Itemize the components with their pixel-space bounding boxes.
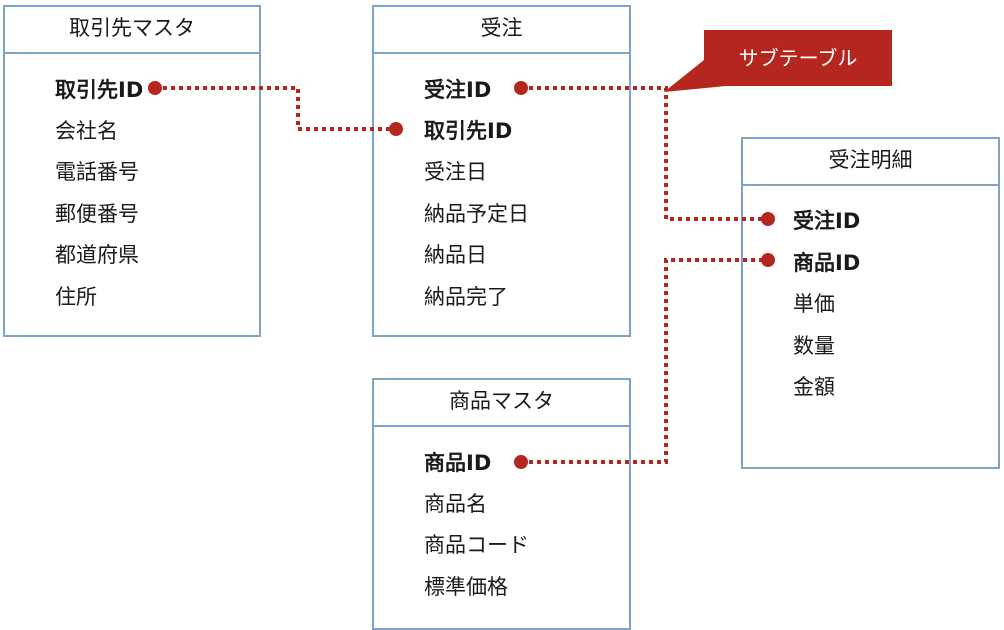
- field-postal-code: 郵便番号: [55, 202, 139, 226]
- field-standard-price: 標準価格: [424, 575, 508, 599]
- field-juchu-id: 受注ID: [424, 78, 492, 102]
- field-torihikisaki-id: 取引先ID: [424, 119, 513, 143]
- field-juchu-id: 受注ID: [793, 209, 861, 233]
- entity-juchu-meisai: 受注明細 受注ID 商品ID 単価 数量 金額: [741, 137, 1000, 469]
- field-product-code: 商品コード: [424, 533, 529, 557]
- entity-title: 受注明細: [743, 139, 998, 186]
- field-product-name: 商品名: [424, 492, 487, 516]
- field-delivery-date: 納品日: [424, 243, 487, 267]
- entity-title: 商品マスタ: [374, 380, 629, 427]
- entity-title: 受注: [374, 7, 629, 54]
- subtable-callout: サブテーブル: [704, 30, 892, 86]
- field-torihikisaki-id: 取引先ID: [55, 78, 144, 102]
- field-prefecture: 都道府県: [55, 243, 139, 267]
- field-company-name: 会社名: [55, 119, 118, 143]
- field-unit-price: 単価: [793, 292, 835, 316]
- field-shohin-id: 商品ID: [793, 251, 861, 275]
- field-planned-delivery-date: 納品予定日: [424, 202, 529, 226]
- field-quantity: 数量: [793, 334, 835, 358]
- field-amount: 金額: [793, 375, 835, 399]
- entity-juchu: 受注 受注ID 取引先ID 受注日 納品予定日 納品日 納品完了: [372, 5, 631, 337]
- field-order-date: 受注日: [424, 160, 487, 184]
- field-phone-number: 電話番号: [55, 160, 139, 184]
- entity-shohin-master: 商品マスタ 商品ID 商品名 商品コード 標準価格: [372, 378, 631, 630]
- field-delivery-complete: 納品完了: [424, 285, 508, 309]
- field-address: 住所: [55, 285, 97, 309]
- entity-torihikisaki-master: 取引先マスタ 取引先ID 会社名 電話番号 郵便番号 都道府県 住所: [3, 5, 261, 337]
- field-shohin-id: 商品ID: [424, 451, 492, 475]
- entity-title: 取引先マスタ: [5, 7, 259, 54]
